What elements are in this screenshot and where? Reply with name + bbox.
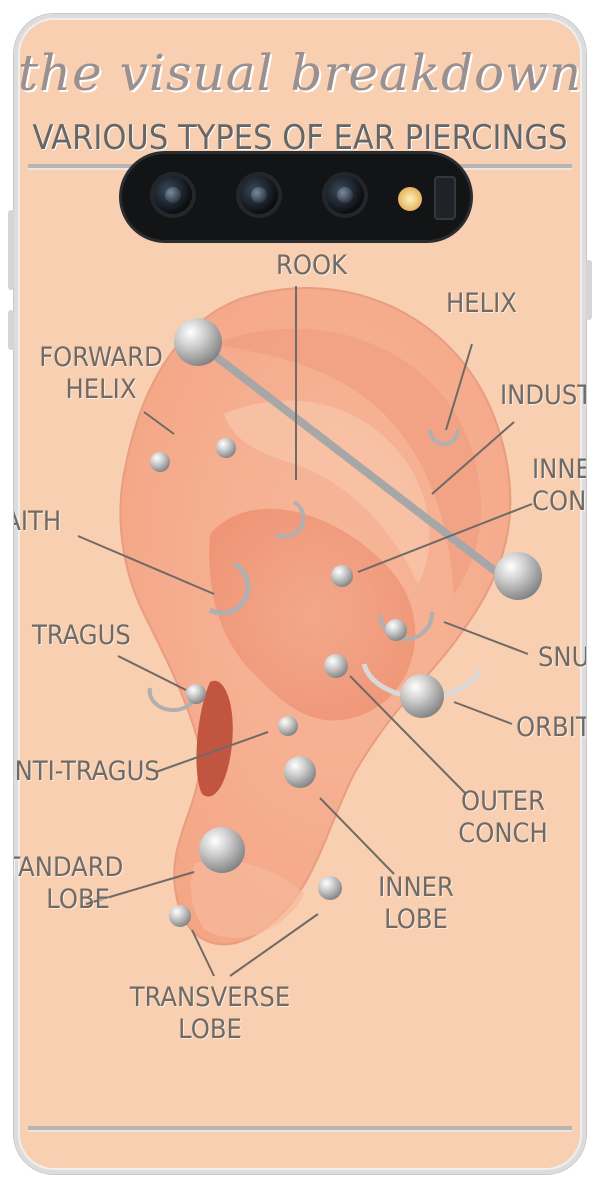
anti-tragus-ball — [278, 716, 298, 736]
industrial-ball-bottom — [494, 552, 542, 600]
sensor-icon — [434, 176, 456, 220]
phone-case: the visual breakdown VARIOUS TYPES OF EA… — [14, 14, 586, 1174]
label-forward-helix-line1: FORWARD — [36, 342, 166, 374]
bixby-button — [8, 310, 14, 350]
standard-lobe-ball — [199, 827, 245, 873]
label-standard-lobe-line1: STANDARD — [14, 852, 110, 884]
label-inner-conch-line1: INNER — [532, 454, 586, 486]
label-outer-conch-line1: OUTER — [448, 786, 558, 818]
inner-conch-ball — [331, 565, 353, 587]
forward-helix-ball-1 — [150, 452, 170, 472]
label-transverse-lobe: TRANSVERSE LOBE — [120, 982, 300, 1046]
label-standard-lobe: STANDARD LOBE — [14, 852, 110, 916]
label-anti-tragus: ANTI-TRAGUS — [14, 756, 160, 788]
label-orbital: ORBITAL — [516, 712, 586, 744]
inner-lobe-ball — [318, 876, 342, 900]
flash-icon — [398, 187, 422, 211]
label-outer-conch-line2: CONCH — [448, 818, 558, 850]
label-inner-lobe: INNER LOBE — [366, 872, 466, 936]
label-inner-conch-line2: CONCH — [532, 486, 586, 518]
label-transverse-lobe-line2: LOBE — [120, 1014, 300, 1046]
forward-helix-ball-2 — [216, 438, 236, 458]
label-forward-helix: FORWARD HELIX — [36, 342, 166, 406]
label-inner-lobe-line1: INNER — [366, 872, 466, 904]
label-tragus: TRAGUS — [32, 620, 131, 652]
inner-lobe-ball-upper — [284, 756, 316, 788]
label-inner-conch: INNER CONCH — [532, 454, 586, 518]
camera-lens-3 — [322, 172, 368, 218]
leader-orbital — [454, 702, 512, 724]
label-standard-lobe-line2: LOBE — [14, 884, 110, 916]
leader-inner-lobe — [320, 798, 394, 874]
label-rook: ROOK — [276, 250, 347, 282]
industrial-ball-top — [174, 318, 222, 366]
label-transverse-lobe-line1: TRANSVERSE — [120, 982, 300, 1014]
power-button — [586, 260, 592, 320]
label-helix: HELIX — [446, 288, 517, 320]
transverse-lobe-ball — [169, 905, 191, 927]
label-outer-conch: OUTER CONCH — [448, 786, 558, 850]
camera-lens-1 — [150, 172, 196, 218]
label-inner-lobe-line2: LOBE — [366, 904, 466, 936]
label-snug: SNUG — [538, 642, 586, 674]
snug-ball — [385, 619, 407, 641]
volume-button — [8, 210, 14, 290]
label-industrial: INDUSTRIAL — [500, 380, 586, 412]
orbital-ball — [400, 674, 444, 718]
label-forward-helix-line2: HELIX — [36, 374, 166, 406]
tragus-ball — [186, 684, 206, 704]
camera-lens-2 — [236, 172, 282, 218]
outer-conch-ball — [324, 654, 348, 678]
label-daith: DAITH — [14, 506, 61, 538]
camera-cutout — [122, 154, 470, 240]
